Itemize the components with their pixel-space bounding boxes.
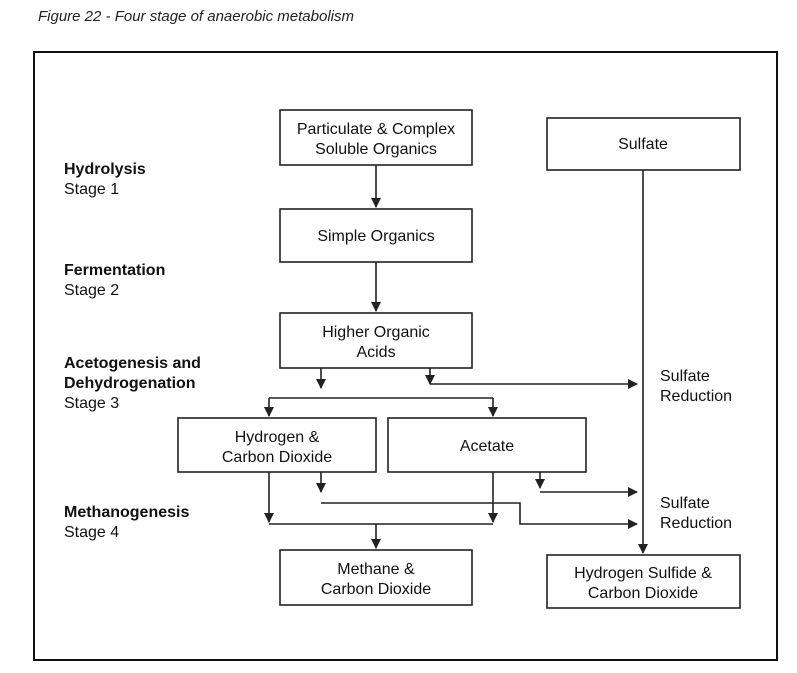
box-sulfate: Sulfate — [546, 117, 741, 171]
stage-4-label: Methanogenesis Stage 4 — [64, 504, 189, 541]
box-hydrogen-carbon-dioxide: Hydrogen & Carbon Dioxide — [177, 417, 377, 473]
svg-text:Sulfate: Sulfate — [660, 495, 710, 512]
svg-text:Soluble Organics: Soluble Organics — [315, 141, 437, 158]
box-hydrogen-sulfide-carbon-dioxide: Hydrogen Sulfide & Carbon Dioxide — [546, 554, 741, 609]
svg-text:Carbon Dioxide: Carbon Dioxide — [321, 581, 431, 598]
svg-text:Higher Organic: Higher Organic — [322, 324, 430, 341]
svg-text:Carbon Dioxide: Carbon Dioxide — [222, 449, 332, 466]
arrow-hydrogen-to-sulfate-reduction — [321, 502, 638, 529]
svg-text:Reduction: Reduction — [660, 515, 732, 532]
box-methane-carbon-dioxide: Methane & Carbon Dioxide — [279, 549, 473, 606]
svg-text:Reduction: Reduction — [660, 388, 732, 405]
svg-text:Stage 2: Stage 2 — [64, 282, 119, 299]
svg-text:Acetate: Acetate — [460, 438, 514, 455]
box-particulate-complex-organics: Particulate & Complex Soluble Organics — [279, 109, 473, 166]
svg-text:Methanogenesis: Methanogenesis — [64, 504, 189, 521]
box-higher-organic-acids: Higher Organic Acids — [279, 312, 473, 369]
box-simple-organics: Simple Organics — [279, 208, 473, 263]
diagram-frame — [33, 51, 778, 661]
svg-text:Hydrogen Sulfide &: Hydrogen Sulfide & — [574, 565, 712, 582]
figure-caption: Figure 22 - Four stage of anaerobic meta… — [38, 8, 354, 25]
svg-text:Particulate & Complex: Particulate & Complex — [297, 121, 455, 138]
svg-text:Simple Organics: Simple Organics — [317, 228, 434, 245]
svg-text:Methane &: Methane & — [337, 561, 415, 578]
svg-text:Hydrogen &: Hydrogen & — [235, 429, 320, 446]
svg-text:Sulfate: Sulfate — [618, 136, 668, 153]
svg-text:Stage 1: Stage 1 — [64, 181, 119, 198]
svg-text:Acetogenesis and: Acetogenesis and — [64, 355, 201, 372]
stage-2-label: Fermentation Stage 2 — [64, 262, 165, 299]
stage-3-label: Acetogenesis and Dehydrogenation Stage 3 — [64, 355, 201, 412]
svg-text:Acids: Acids — [356, 344, 395, 361]
sulfate-reduction-label-1: Sulfate Reduction — [660, 368, 732, 405]
stage-1-label: Hydrolysis Stage 1 — [64, 161, 146, 198]
svg-text:Carbon Dioxide: Carbon Dioxide — [588, 585, 698, 602]
svg-text:Fermentation: Fermentation — [64, 262, 165, 279]
svg-text:Stage 3: Stage 3 — [64, 395, 119, 412]
svg-text:Sulfate: Sulfate — [660, 368, 710, 385]
svg-text:Stage 4: Stage 4 — [64, 524, 119, 541]
sulfate-reduction-label-2: Sulfate Reduction — [660, 495, 732, 532]
svg-text:Hydrolysis: Hydrolysis — [64, 161, 146, 178]
svg-text:Dehydrogenation: Dehydrogenation — [64, 375, 196, 392]
box-acetate: Acetate — [387, 417, 587, 473]
connectors — [264, 165, 648, 554]
